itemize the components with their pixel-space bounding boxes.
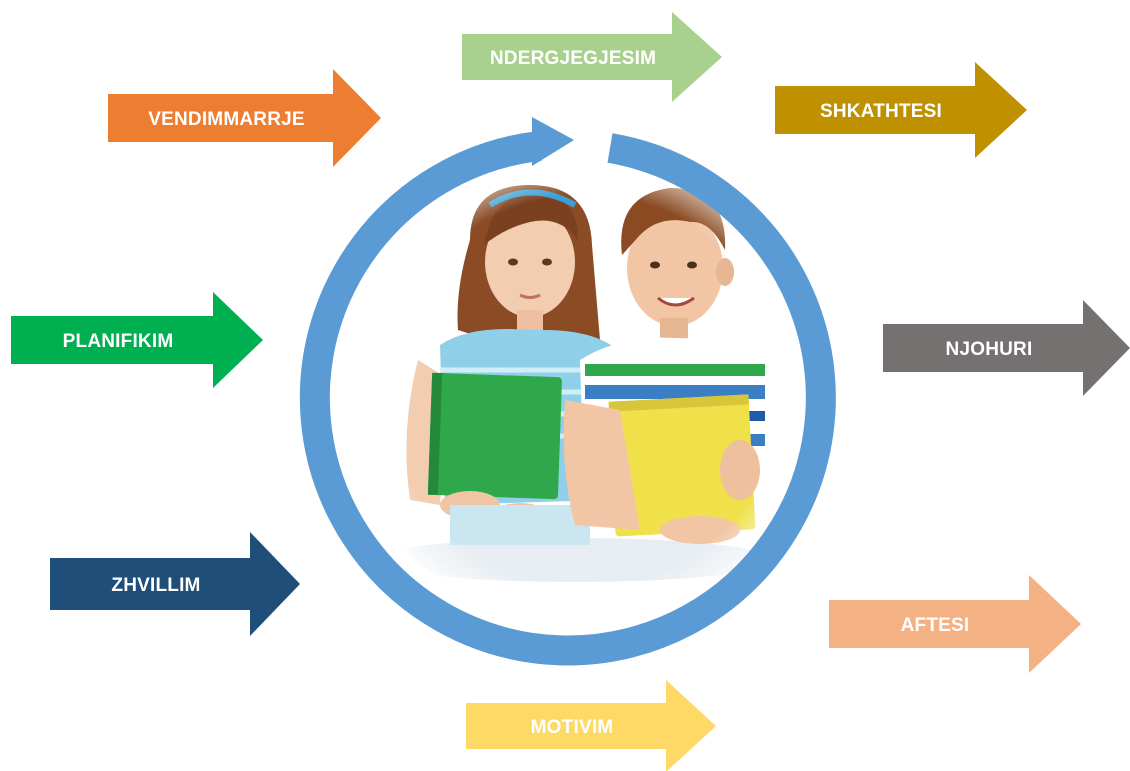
arrow-label-ndergjegjesim: NDERGJEGJESIM [490, 48, 656, 69]
arrow-label-zhvillim: ZHVILLIM [111, 575, 200, 596]
arrow-shape-shkathtesi [775, 62, 1027, 158]
arrow-shkathtesi: SHKATHTESI [775, 62, 1027, 158]
arrow-label-shkathtesi: SHKATHTESI [820, 101, 942, 122]
arrow-shape-vendimmarrje [108, 69, 381, 167]
arrow-zhvillim: ZHVILLIM [50, 532, 300, 636]
arrow-shape-ndergjegjesim [462, 12, 722, 102]
arrow-shape-aftesi [829, 575, 1081, 673]
arrow-label-aftesi: AFTESI [901, 615, 970, 636]
arrow-aftesi: AFTESI [829, 575, 1081, 673]
arrow-shape-zhvillim [50, 532, 300, 636]
arrow-label-motivim: MOTIVIM [531, 717, 614, 738]
cycle-arrow-icon [299, 117, 836, 666]
arrow-label-planifikim: PLANIFIKIM [63, 331, 174, 352]
arrow-shape-planifikim [11, 292, 263, 388]
arrow-vendimmarrje: VENDIMMARRJE [108, 69, 381, 167]
arrow-shape-njohuri [883, 300, 1130, 396]
arrow-label-vendimmarrje: VENDIMMARRJE [148, 109, 305, 130]
arrow-shape-motivim [466, 680, 716, 771]
arrow-motivim: MOTIVIM [466, 680, 716, 771]
arrow-njohuri: NJOHURI [883, 300, 1130, 396]
concept-arrows: NDERGJEGJESIM VENDIMMARRJE SHKATHTESI PLANI… [11, 12, 1130, 771]
arrow-planifikim: PLANIFIKIM [11, 292, 263, 388]
arrow-label-njohuri: NJOHURI [946, 339, 1033, 360]
arrow-ndergjegjesim: NDERGJEGJESIM [462, 12, 722, 102]
